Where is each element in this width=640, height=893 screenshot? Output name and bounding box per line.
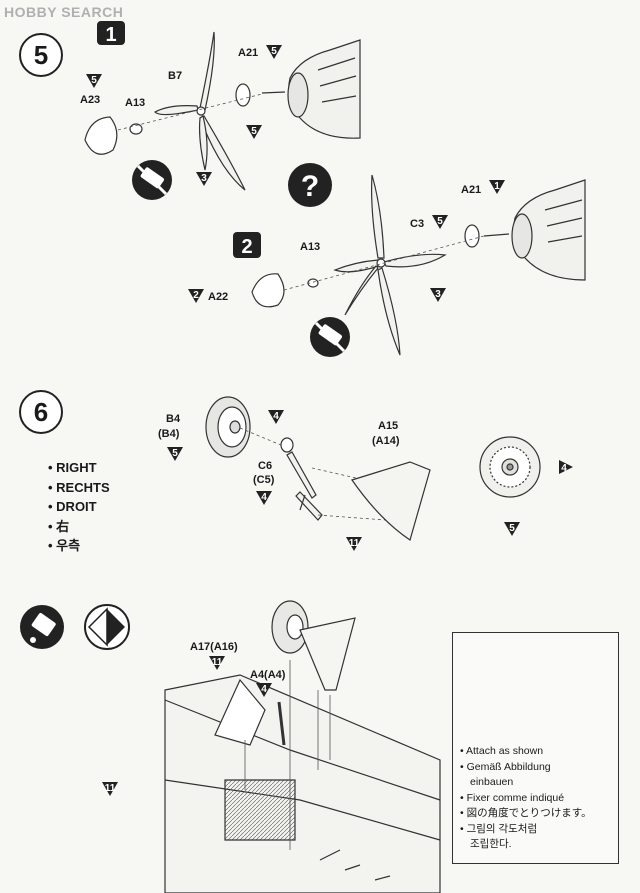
side-label: 右 [48,517,110,537]
part-label-c6: C6 [258,460,273,472]
side-label: RECHTS [48,478,109,498]
propeller-1 [154,31,246,191]
part-label-b4-alt: (B4) [158,428,180,440]
question-mark-text: ? [301,170,319,203]
guide-line-wheel [239,427,289,449]
question-mark-icon [288,163,332,207]
wing-underside [164,674,441,893]
part-label-a15-alt: (A14) [372,435,400,447]
assembled-gear-leg [271,600,356,691]
part-label-a21-top: A21 [238,47,259,59]
option-2-badge-text: 2 [241,236,252,258]
spinner-a22 [251,273,285,308]
part-label-a17: A17(A16) [190,641,238,653]
side-label: RIGHT [48,458,110,478]
guide-line-mid [283,235,485,291]
guide-line-top [117,93,263,131]
side-labels: RIGHT RECHTS DROIT 右 우측 [48,458,110,556]
engine-cowling-mid [483,179,586,281]
wheel-front-view [479,436,541,498]
rod-a4 [277,701,286,746]
part-label-a13-mid: A13 [300,241,321,253]
step-5-number: 5 [19,33,63,77]
gear-door-a17 [214,678,266,746]
part-label-a21-mid: A21 [461,184,482,196]
option-2-badge [233,232,261,258]
spinner-backplate-a21-mid [464,224,480,248]
part-label-a4: A4(A4) [250,669,286,681]
spinner-a23 [84,116,118,155]
guide-line-assembly [244,660,331,850]
spinner-backplate-a21 [235,83,251,107]
part-label-a23: A23 [80,94,101,106]
watermark-logo-text: HOBBY SEARCH [4,4,124,20]
note-jp: 図の角度でとりつけます。 [460,806,592,822]
option-1-badge-text: 1 [105,24,116,46]
reverse-side-icon [84,604,130,650]
no-cement-icon [132,160,172,200]
part-label-c3: C3 [410,218,425,230]
attach-note: Attach as shown Gemäß Abbildung einbauen… [460,744,592,853]
collar-a13 [129,123,143,135]
part-label-b4: B4 [166,413,181,425]
part-label-c6-alt: (C5) [253,474,275,486]
main-wheel-b4 [205,396,251,458]
part-label-b7: B7 [168,70,183,82]
gear-door-a15 [351,461,431,541]
note-fr: Fixer comme indiqué [460,791,592,807]
part-label-a22: A22 [208,291,229,303]
note-kr-1: 그림의 각도처럼 [460,822,592,838]
paint-icon [20,605,64,649]
option-1-badge [97,21,125,45]
note-kr-2: 조립한다. [470,838,512,850]
step-6-number: 6 [19,390,63,434]
landing-strut-c6 [280,437,323,521]
engine-cowling-top [261,39,361,139]
side-label: 우측 [48,536,110,556]
part-label-a15: A15 [378,420,399,432]
note-de-2: einbauen [470,776,514,788]
note-en: Attach as shown [460,744,592,760]
part-label-a13-top: A13 [125,97,146,109]
hobby-search-watermark: HOBBY SEARCH [4,4,123,20]
propeller-2 [333,174,447,356]
collar-a13-mid [307,278,319,288]
side-label: DROIT [48,497,110,517]
note-de-1: Gemäß Abbildung [460,760,592,776]
no-cement-icon-mid [310,317,350,357]
